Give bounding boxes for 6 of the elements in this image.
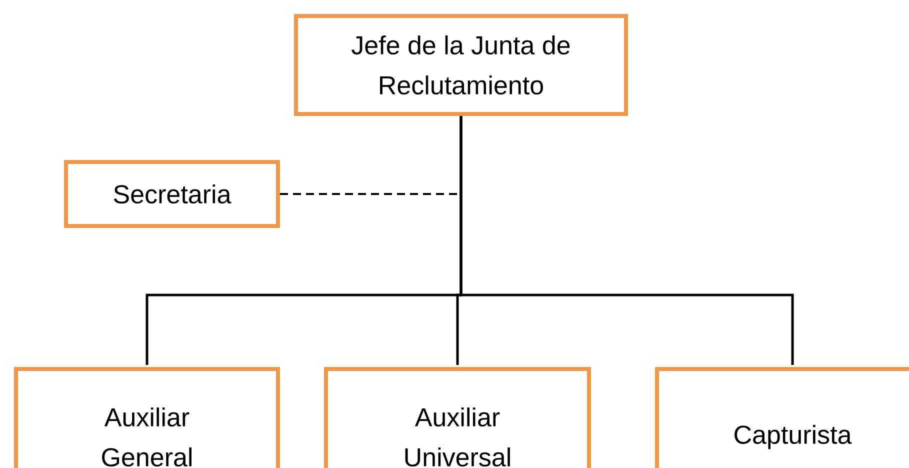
org-box: Auxiliar General [14,367,280,468]
org-box: Jefe de la Junta de Reclutamiento [294,14,628,116]
org-box: Secretaria [64,160,280,228]
org-box: Capturista [655,367,909,468]
org-box: Auxiliar Universal [324,367,591,468]
connector-line [460,116,794,365]
